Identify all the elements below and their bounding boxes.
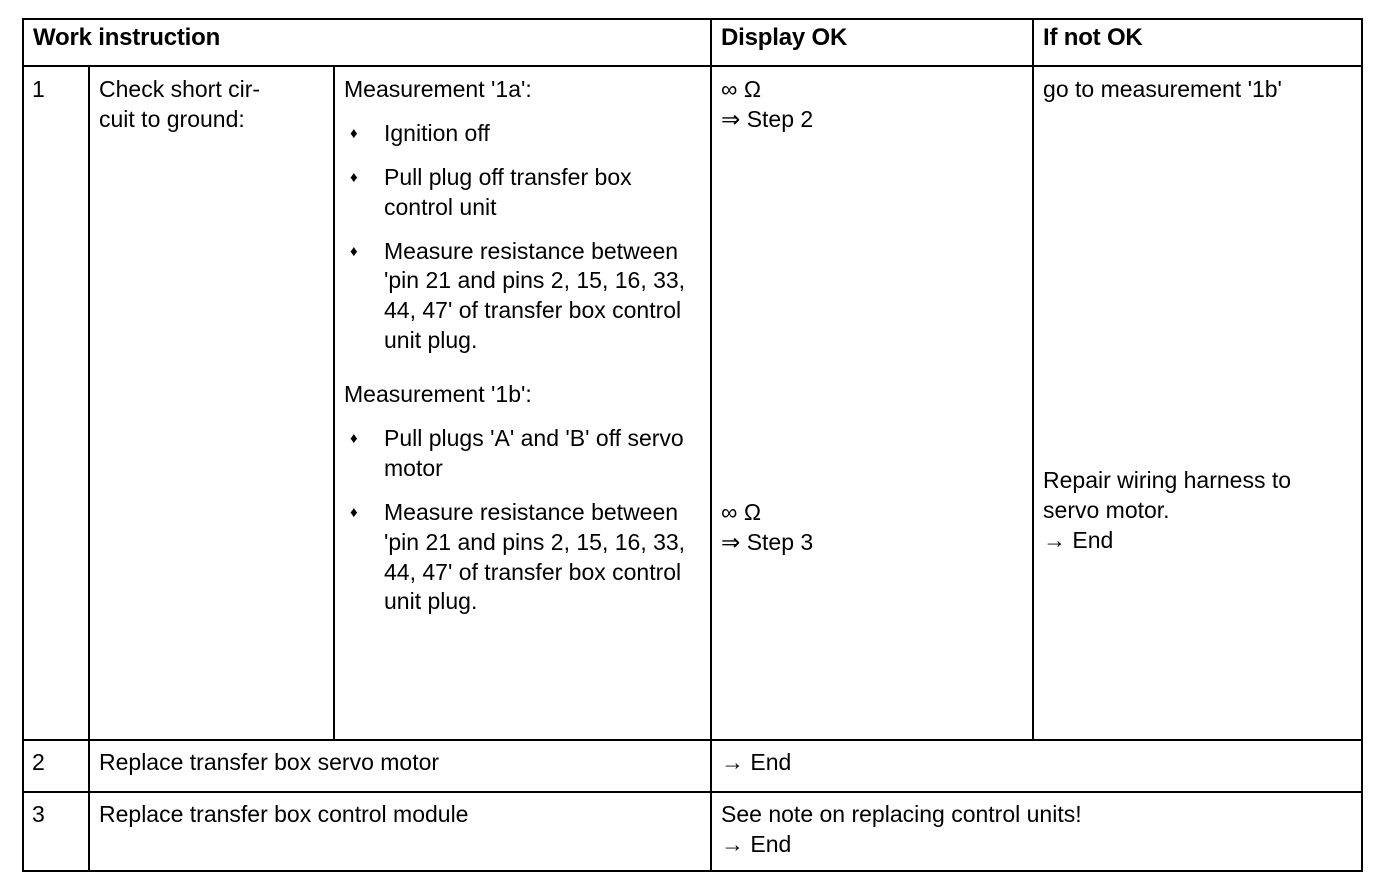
row-3-task-text: Replace transfer box control module — [99, 801, 469, 827]
list-item-text: Pull plugs 'A' and 'B' off servo motor — [384, 425, 684, 481]
row-1-if-not-ok-cell: go to measurement '1b' Repair wiring har… — [1032, 65, 1364, 741]
table-row: 3 Replace transfer box control module Se… — [22, 791, 1364, 872]
list-item: ♦ Measure resistance between 'pin 21 and… — [344, 237, 700, 357]
row-2-task-cell: Replace transfer box servo motor — [87, 739, 713, 793]
header-work-instruction: Work instruction — [21, 18, 713, 67]
row-1-detail-cell: Measurement '1a': ♦ Ignition off ♦ Pull … — [332, 65, 713, 741]
list-item-text: Measure resistance between 'pin 21 and p… — [384, 237, 686, 354]
list-item: ♦ Pull plug off transfer box control uni… — [344, 163, 700, 223]
row-1-task-line-2: cuit to ground: — [99, 105, 245, 132]
diagnostic-procedure-table: Work instruction Display OK If not OK 1 … — [21, 18, 1364, 872]
measurement-1b-notok-next: → End — [1043, 526, 1114, 553]
row-3-result-text: See note on replacing control units! — [721, 801, 1082, 827]
list-item-text: Pull plug off transfer box control unit — [384, 163, 632, 220]
measurement-1b-ok-value: ∞ Ω — [721, 498, 762, 525]
diamond-bullet-icon: ♦ — [350, 242, 358, 260]
measurement-1a-ok-value: ∞ Ω — [721, 76, 762, 102]
table-header-row: Work instruction Display OK If not OK — [21, 18, 1364, 67]
measurement-1a-display-ok: ∞ Ω ⇒ Step 2 — [712, 67, 1032, 145]
row-2-task-text: Replace transfer box servo motor — [99, 749, 440, 775]
measurement-1b-ok-next: ⇒ Step 3 — [721, 528, 814, 555]
row-2-result-text: → End — [721, 749, 792, 775]
row-3-step-number-cell: 3 — [22, 791, 90, 872]
diamond-bullet-icon: ♦ — [350, 168, 358, 186]
header-display-ok-label: Display OK — [721, 24, 848, 51]
list-item: ♦ Ignition off — [344, 119, 700, 149]
row-1-task-cell: Check short cir- cuit to ground: — [88, 65, 335, 741]
list-item-text: Ignition off — [384, 119, 490, 146]
measurement-1a-steps: ♦ Ignition off ♦ Pull plug off transfer … — [344, 119, 700, 356]
measurement-1b-if-not-ok: Repair wiring harness to servo motor. → … — [1034, 115, 1361, 566]
measurement-1a-ok-next: ⇒ Step 2 — [721, 105, 814, 132]
header-if-not-ok-label: If not OK — [1043, 24, 1143, 51]
diamond-bullet-icon: ♦ — [350, 503, 358, 521]
measurement-1b-steps: ♦ Pull plugs 'A' and 'B' off servo motor… — [344, 424, 700, 617]
table-row: 1 Check short cir- cuit to ground: Measu… — [22, 65, 1364, 741]
table-row: 2 Replace transfer box servo motor → End — [22, 739, 1364, 793]
header-display-ok: Display OK — [710, 18, 1035, 67]
row-1-task-line-1: Check short cir- — [99, 76, 261, 102]
row-1-task-text: Check short cir- cuit to ground: — [90, 67, 333, 145]
list-item-text: Measure resistance between 'pin 21 and p… — [384, 498, 686, 615]
diamond-bullet-icon: ♦ — [350, 430, 358, 448]
row-3-step-number: 3 — [32, 801, 45, 827]
measurement-1a-if-not-ok: go to measurement '1b' — [1034, 67, 1361, 115]
row-2-step-number: 2 — [32, 749, 45, 775]
row-1-step-number-cell: 1 — [22, 65, 90, 741]
measurement-1b-block: Measurement '1b': ♦ Pull plugs 'A' and '… — [335, 366, 710, 627]
measurement-1a-title: Measurement '1a': — [344, 76, 532, 102]
row-2-step-number-cell: 2 — [22, 739, 90, 793]
row-3-result-note: → End — [721, 830, 792, 857]
header-work-instruction-label: Work instruction — [33, 24, 221, 51]
diamond-bullet-icon: ♦ — [350, 124, 358, 142]
header-if-not-ok: If not OK — [1032, 18, 1364, 67]
list-item: ♦ Measure resistance between 'pin 21 and… — [344, 498, 700, 618]
row-3-task-cell: Replace transfer box control module — [87, 791, 713, 872]
measurement-1b-title: Measurement '1b': — [344, 381, 532, 408]
measurement-1b-display-ok: ∞ Ω ⇒ Step 3 — [712, 145, 1032, 568]
measurement-1b-notok-text: Repair wiring harness to servo motor. — [1043, 466, 1292, 523]
list-item: ♦ Pull plugs 'A' and 'B' off servo motor — [344, 424, 700, 484]
measurement-1a-notok-text: go to measurement '1b' — [1043, 76, 1282, 102]
row-2-result-cell: → End — [710, 739, 1364, 793]
row-1-display-ok-cell: ∞ Ω ⇒ Step 2 ∞ Ω ⇒ Step 3 — [710, 65, 1035, 741]
row-1-step-number: 1 — [32, 76, 45, 102]
measurement-1a-block: Measurement '1a': ♦ Ignition off ♦ Pull … — [335, 67, 710, 366]
row-3-result-block: See note on replacing control units! → E… — [712, 793, 1361, 870]
row-3-result-cell: See note on replacing control units! → E… — [710, 791, 1364, 872]
